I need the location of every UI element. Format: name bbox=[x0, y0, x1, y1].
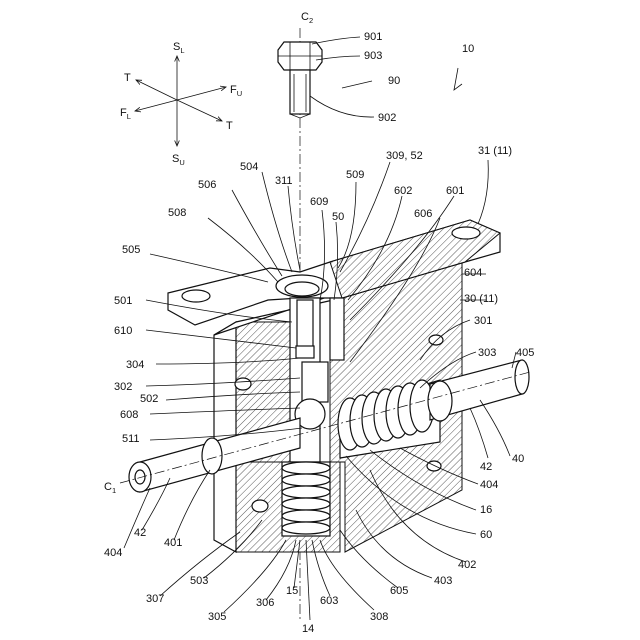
label-42-left: 42 bbox=[134, 527, 146, 539]
label-309-52: 309, 52 bbox=[386, 150, 423, 162]
label-308: 308 bbox=[370, 611, 388, 623]
label-511: 511 bbox=[122, 433, 140, 445]
label-403: 403 bbox=[434, 575, 452, 587]
label-603: 603 bbox=[320, 595, 338, 607]
axis-f-right-label: FU bbox=[230, 84, 242, 98]
label-604: 604 bbox=[464, 267, 482, 279]
axis-t-upper-label: T bbox=[124, 72, 131, 84]
label-505: 505 bbox=[122, 244, 140, 256]
label-50: 50 bbox=[332, 211, 344, 223]
axis-f-left-label: FL bbox=[120, 107, 131, 121]
label-504: 504 bbox=[240, 161, 258, 173]
label-304: 304 bbox=[126, 359, 144, 371]
label-405: 405 bbox=[516, 347, 534, 359]
label-503: 503 bbox=[190, 575, 208, 587]
label-31-11: 31 (11) bbox=[478, 145, 512, 157]
label-16: 16 bbox=[480, 504, 492, 516]
label-30-11: 30 (11) bbox=[464, 293, 498, 305]
label-90: 90 bbox=[388, 75, 400, 87]
centerline-c1-label: C1 bbox=[104, 481, 116, 495]
direction-axes bbox=[135, 56, 226, 146]
label-305: 305 bbox=[208, 611, 226, 623]
label-903: 903 bbox=[364, 50, 382, 62]
label-601: 601 bbox=[446, 185, 464, 197]
label-608: 608 bbox=[120, 409, 138, 421]
label-509: 509 bbox=[346, 169, 364, 181]
label-401: 401 bbox=[164, 537, 182, 549]
label-307: 307 bbox=[146, 593, 164, 605]
label-901: 901 bbox=[364, 31, 382, 43]
label-404-left: 404 bbox=[104, 547, 122, 559]
label-10: 10 bbox=[462, 43, 474, 55]
label-610: 610 bbox=[114, 325, 132, 337]
bolt-90 bbox=[278, 42, 322, 118]
label-14: 14 bbox=[302, 623, 314, 635]
label-302: 302 bbox=[114, 381, 132, 393]
label-506: 506 bbox=[198, 179, 216, 191]
axis-s-lower-label: SU bbox=[172, 153, 185, 167]
label-502: 502 bbox=[140, 393, 158, 405]
label-311: 311 bbox=[275, 175, 293, 187]
label-609: 609 bbox=[310, 196, 328, 208]
label-303: 303 bbox=[478, 347, 496, 359]
label-602: 602 bbox=[394, 185, 412, 197]
label-42-right: 42 bbox=[480, 461, 492, 473]
label-902: 902 bbox=[378, 112, 396, 124]
label-402: 402 bbox=[458, 559, 476, 571]
label-306: 306 bbox=[256, 597, 274, 609]
centerline-c2-label: C2 bbox=[301, 11, 313, 25]
label-508: 508 bbox=[168, 207, 186, 219]
label-404-right: 404 bbox=[480, 479, 498, 491]
label-60: 60 bbox=[480, 529, 492, 541]
label-501: 501 bbox=[114, 295, 132, 307]
coil-spring-vertical bbox=[282, 462, 330, 536]
axis-s-upper-label: SL bbox=[173, 41, 185, 55]
label-606: 606 bbox=[414, 208, 432, 220]
label-15: 15 bbox=[286, 585, 298, 597]
label-605: 605 bbox=[390, 585, 408, 597]
axis-t-lower-label: T bbox=[226, 120, 233, 132]
label-40: 40 bbox=[512, 453, 524, 465]
label-301: 301 bbox=[474, 315, 492, 327]
